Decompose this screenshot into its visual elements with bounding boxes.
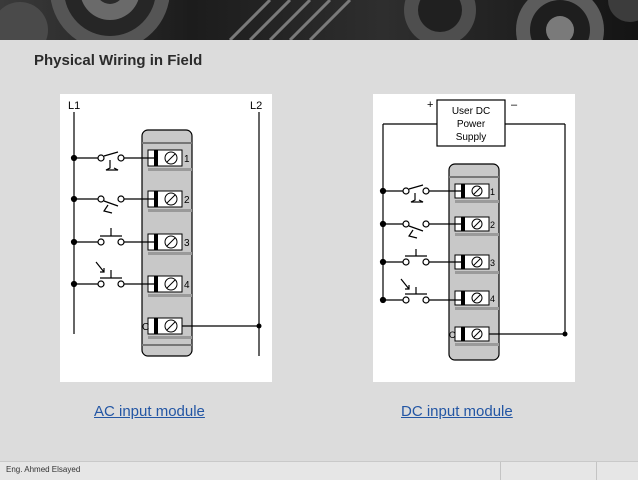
slide-title: Physical Wiring in Field [34, 52, 203, 69]
l1-label: L1 [68, 100, 80, 112]
slide-footer [0, 461, 638, 480]
dc-terminal-1 [454, 183, 499, 203]
footer-divider [596, 462, 597, 480]
ac-terminal-2-label: 2 [184, 195, 190, 206]
ac-terminal-3-label: 3 [184, 238, 190, 249]
footer-divider [500, 462, 501, 480]
dc-terminal-common-label: C [449, 330, 456, 340]
supply-label-line2: Power [457, 119, 486, 130]
dc-terminal-common [454, 326, 499, 346]
supply-label-line3: Supply [456, 132, 487, 143]
ac-terminal-common-label: C [142, 322, 149, 333]
ac-terminal-4 [147, 275, 192, 297]
dc-switch-1 [379, 184, 461, 203]
supply-plus-label: + [427, 99, 433, 111]
ac-terminal-3 [147, 233, 192, 255]
ac-switch-1 [70, 151, 154, 171]
dc-terminal-4 [454, 290, 499, 310]
supply-minus-label: – [511, 99, 518, 111]
ac-wiring-diagram: L1 L2 1 2 [60, 94, 272, 382]
l2-label: L2 [250, 100, 262, 112]
dc-terminal-3 [454, 254, 499, 274]
dc-terminal-2 [454, 216, 499, 236]
dc-terminal-2-label: 2 [490, 220, 495, 230]
ac-switch-4 [70, 261, 154, 288]
ac-module-caption: AC input module [94, 403, 205, 420]
ac-terminal-1-label: 1 [184, 154, 190, 165]
ac-switch-2 [70, 195, 154, 214]
ac-terminal-2 [147, 190, 192, 212]
dc-module-caption: DC input module [401, 403, 513, 420]
dc-wiring-diagram: User DC Power Supply + – 1 2 [373, 94, 575, 382]
header-banner-image [0, 0, 638, 40]
dc-terminal-3-label: 3 [490, 258, 495, 268]
ac-switch-3 [70, 228, 154, 246]
ac-terminal-4-label: 4 [184, 280, 190, 291]
dc-power-supply [436, 99, 506, 147]
supply-label-line1: User DC [452, 106, 490, 117]
author-label: Eng. Ahmed Elsayed [6, 465, 81, 474]
dc-switch-4 [379, 278, 461, 304]
dc-terminal-1-label: 1 [490, 187, 495, 197]
dc-terminal-4-label: 4 [490, 294, 495, 304]
dc-switch-2 [379, 220, 461, 239]
ac-terminal-1 [147, 149, 192, 171]
dc-switch-3 [379, 249, 461, 266]
